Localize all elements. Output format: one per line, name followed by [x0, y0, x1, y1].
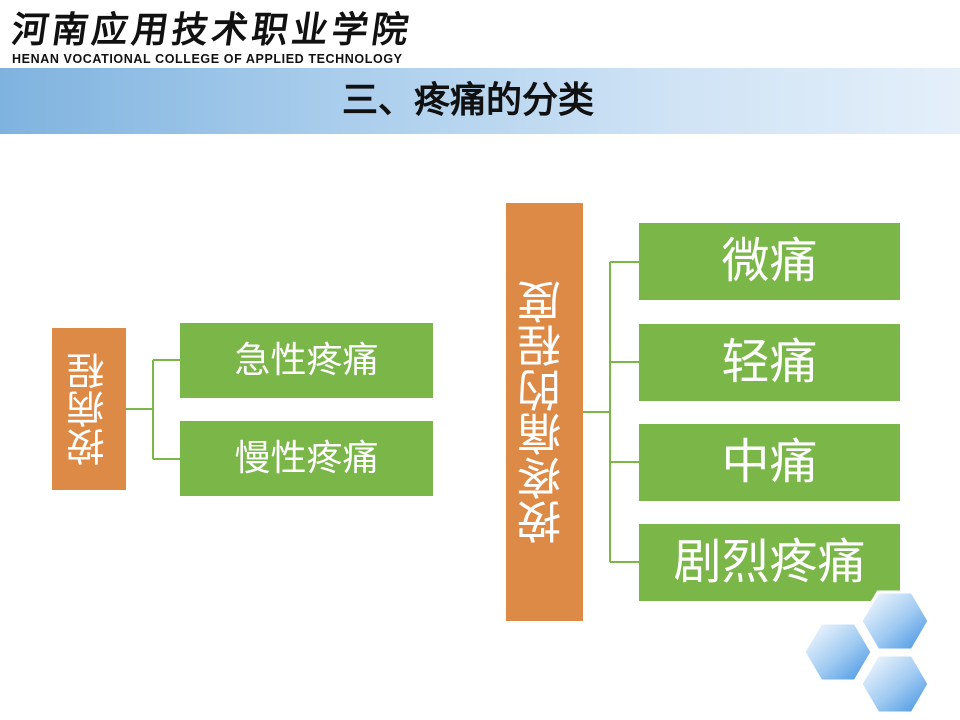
hexagon-bottom	[859, 653, 931, 715]
school-name-en: HENAN VOCATIONAL COLLEGE OF APPLIED TECH…	[12, 52, 403, 66]
school-logo: 河南应用技术职业学院 HENAN VOCATIONAL COLLEGE OF A…	[8, 8, 415, 70]
hexagon-top	[859, 590, 931, 652]
item-chronic-pain: 慢性疼痛	[180, 421, 433, 496]
hexagon-left	[802, 621, 874, 683]
category-by-degree: 按疼痛的程度	[506, 203, 583, 621]
slide-title: 三、疼痛的分类	[341, 80, 594, 121]
item-slight-pain: 微痛	[639, 223, 900, 300]
title-band	[0, 68, 960, 134]
item-moderate-pain: 中痛	[639, 424, 900, 501]
item-acute-pain: 急性疼痛	[180, 323, 433, 398]
item-severe-pain: 剧烈疼痛	[639, 524, 900, 601]
category-by-course: 按病程	[52, 328, 126, 490]
item-mild-pain: 轻痛	[639, 324, 900, 401]
